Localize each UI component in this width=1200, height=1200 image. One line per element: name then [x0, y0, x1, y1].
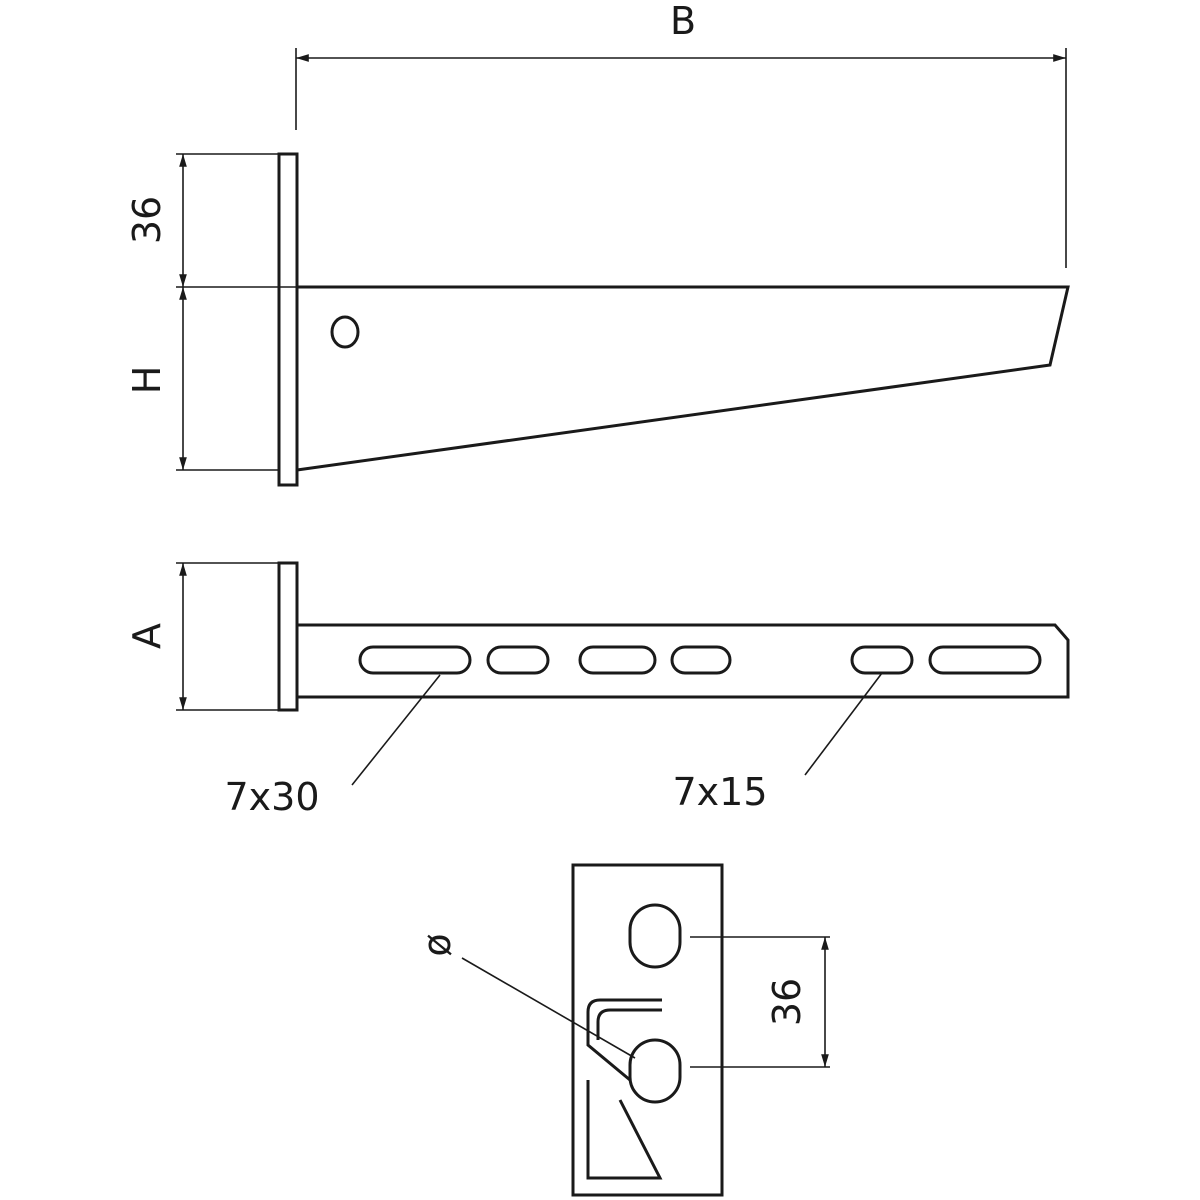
side-view: 7x30 7x15	[224, 561, 1070, 819]
slot-7x15	[486, 645, 550, 675]
bracket-profile	[586, 998, 663, 1180]
slot-7x30	[358, 645, 472, 675]
leader-7x30	[351, 674, 441, 786]
front-view	[277, 152, 1070, 487]
wall-plate-side	[277, 561, 299, 712]
leader-7x15	[804, 672, 883, 776]
slot-large-label: 7x30	[224, 775, 319, 819]
plate-view: 36 ø	[415, 863, 830, 1197]
dimension-b-label: B	[670, 0, 696, 43]
diameter-label: ø	[415, 933, 459, 956]
mounting-hole	[330, 315, 360, 349]
lower-hole	[628, 1038, 682, 1104]
bracket-arm-side	[297, 623, 1070, 699]
dimension-h-label: H	[125, 366, 169, 395]
slot-7x30	[928, 645, 1042, 675]
wall-plate	[277, 152, 299, 487]
dimension-a-label: A	[125, 623, 169, 649]
leader-diameter	[461, 957, 636, 1059]
dimension-36-h: 36 H	[125, 153, 297, 471]
dimension-36-label: 36	[125, 196, 169, 244]
slot	[670, 645, 732, 675]
upper-hole	[628, 903, 682, 969]
hole-spacing-label: 36	[765, 978, 809, 1026]
dimension-b: B	[295, 0, 1067, 268]
slot-7x15	[850, 645, 914, 675]
dimension-a: A	[125, 562, 279, 711]
wall-plate-front	[571, 863, 724, 1197]
slot	[578, 645, 657, 675]
bracket-arm	[296, 285, 1070, 472]
slot-small-label: 7x15	[672, 770, 767, 814]
